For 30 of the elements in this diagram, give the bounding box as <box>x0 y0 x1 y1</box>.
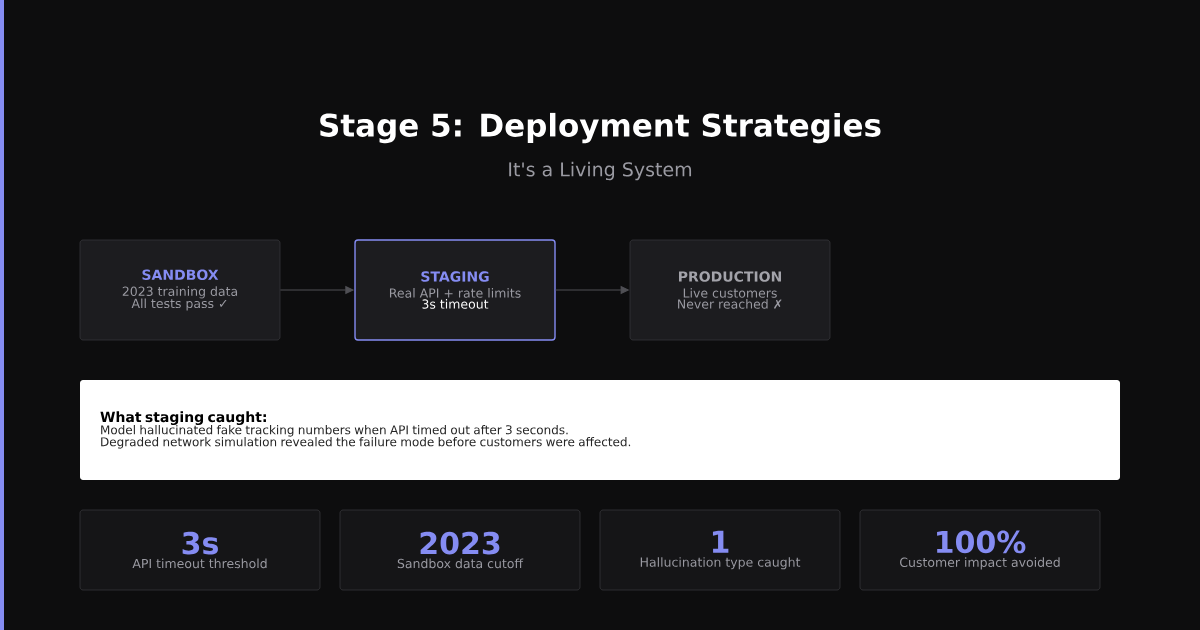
stat-card <box>599 509 841 591</box>
panel-text: Model hallucinated fake tracking numbers when API timed out after 3 seconds. <box>101 425 568 437</box>
stat-label: Sandbox data cutoff <box>397 558 524 569</box>
stat-card <box>339 509 581 591</box>
stat-value: 2023 <box>420 531 500 555</box>
stage-box <box>354 239 556 341</box>
stage-heading: STAGING <box>421 271 489 282</box>
stat-label: API timeout threshold <box>132 558 267 569</box>
stat-value: 3s <box>182 531 218 555</box>
stage-box <box>79 239 281 341</box>
subtitle: It's a Living System <box>509 161 692 181</box>
panel-heading: What staging caught: <box>100 411 266 426</box>
stat-card <box>79 509 321 591</box>
stage-heading: SANDBOX <box>142 269 219 281</box>
stat-label: Hallucination type caught <box>640 557 801 570</box>
stat-value: 100% <box>937 530 1026 554</box>
stage-detail: 3s timeout <box>422 299 489 309</box>
info-panel <box>80 380 1120 480</box>
stat-label: Customer impact avoided <box>900 557 1060 570</box>
stat-card <box>859 509 1101 591</box>
panel-text: Degraded network simulation revealed the failure mode before customers were affected. <box>101 437 631 449</box>
stage-detail: Never reached ✗ <box>678 299 782 309</box>
stage-detail: All tests pass ✓ <box>131 298 227 311</box>
title: Stage 5: Deployment Strategies <box>320 112 881 144</box>
stat-value: 1 <box>712 530 729 553</box>
stage-detail: Live customers <box>683 288 777 298</box>
stage-heading: PRODUCTION <box>679 271 781 282</box>
stage-box <box>629 239 831 341</box>
stage-detail: 2023 training data <box>122 286 238 299</box>
stage-detail: Real API + rate limits <box>390 288 521 298</box>
